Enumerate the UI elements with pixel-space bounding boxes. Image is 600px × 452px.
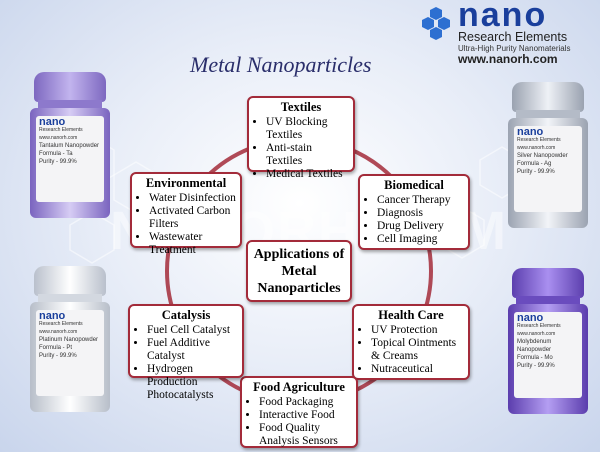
logo-tagline: Ultra-High Purity Nanomaterials bbox=[458, 44, 571, 53]
logo-word: nano bbox=[458, 0, 548, 34]
product-bottle-silver: nano Research Elements www.nanorh.com Si… bbox=[508, 82, 588, 232]
product-bottle-tantalum: nano Research Elements www.nanorh.com Ta… bbox=[30, 72, 110, 222]
list-item: Anti-stain Textiles bbox=[266, 142, 349, 168]
hex-cluster-icon bbox=[422, 7, 450, 40]
center-line-2: Metal bbox=[281, 264, 317, 279]
product-bottle-platinum: nano Research Elements www.nanorh.com Pl… bbox=[30, 266, 110, 416]
list-item: Interactive Food bbox=[259, 409, 352, 422]
bottle-cap bbox=[512, 268, 584, 298]
list-item: Fuel Cell Catalyst bbox=[147, 324, 238, 337]
node-catalysis: Catalysis Fuel Cell Catalyst Fuel Additi… bbox=[128, 304, 244, 401]
node-health-care: Health Care UV Protection Topical Ointme… bbox=[352, 304, 470, 380]
node-title: Catalysis bbox=[161, 308, 211, 322]
node-title: Biomedical bbox=[384, 178, 444, 192]
list-item: Nutraceutical bbox=[371, 363, 464, 376]
bottle-cap bbox=[34, 72, 106, 102]
node-textiles: Textiles UV Blocking Textiles Anti-stain… bbox=[247, 96, 355, 180]
bottle-label: nano Research Elements www.nanorh.com Pl… bbox=[36, 310, 104, 396]
center-line-3: Nanoparticles bbox=[257, 281, 341, 296]
list-item: Food Quality Analysis Sensors bbox=[259, 422, 352, 448]
bottle-label: nano Research Elements www.nanorh.com Si… bbox=[514, 126, 582, 212]
logo-url[interactable]: www.nanorh.com bbox=[458, 52, 558, 66]
list-item: UV Protection bbox=[371, 324, 464, 337]
product-bottle-molybdenum: nano Research Elements www.nanorh.com Mo… bbox=[508, 268, 588, 418]
logo-subtitle: Research Elements bbox=[458, 30, 568, 44]
node-food-agriculture: Food Agriculture Food Packaging Interact… bbox=[240, 376, 358, 448]
list-item: Topical Ointments & Creams bbox=[371, 337, 464, 363]
center-line-1: Applications of bbox=[253, 247, 345, 262]
list-item: Cell Imaging bbox=[377, 233, 464, 246]
bottle-label: nano Research Elements www.nanorh.com Mo… bbox=[514, 312, 582, 398]
node-biomedical: Biomedical Cancer Therapy Diagnosis Drug… bbox=[358, 174, 470, 250]
bottle-label: nano Research Elements www.nanorh.com Ta… bbox=[36, 116, 104, 202]
node-title: Health Care bbox=[378, 308, 444, 322]
node-title: Textiles bbox=[280, 100, 322, 114]
list-item: Cancer Therapy bbox=[377, 194, 464, 207]
list-item: Wastewater Treatment bbox=[149, 231, 236, 257]
bottle-cap bbox=[512, 82, 584, 112]
list-item: Drug Delivery bbox=[377, 220, 464, 233]
list-item: Food Packaging bbox=[259, 396, 352, 409]
list-item: UV Blocking Textiles bbox=[266, 116, 349, 142]
node-title: Environmental bbox=[145, 176, 227, 190]
center-node: Applications of Metal Nanoparticles bbox=[246, 240, 352, 302]
page-title: Metal Nanoparticles bbox=[190, 52, 372, 77]
node-title: Food Agriculture bbox=[253, 380, 345, 394]
list-item: Fuel Additive Catalyst bbox=[147, 337, 238, 363]
list-item: Activated Carbon Filters bbox=[149, 205, 236, 231]
list-item: Hydrogen Production Photocatalysts bbox=[147, 363, 238, 402]
bottle-cap bbox=[34, 266, 106, 296]
list-item: Diagnosis bbox=[377, 207, 464, 220]
brand-logo: nano Research Elements Ultra-High Purity… bbox=[418, 0, 598, 66]
list-item: Medical Textiles bbox=[266, 168, 349, 181]
list-item: Water Disinfection bbox=[149, 192, 236, 205]
node-environmental: Environmental Water Disinfection Activat… bbox=[130, 172, 242, 256]
